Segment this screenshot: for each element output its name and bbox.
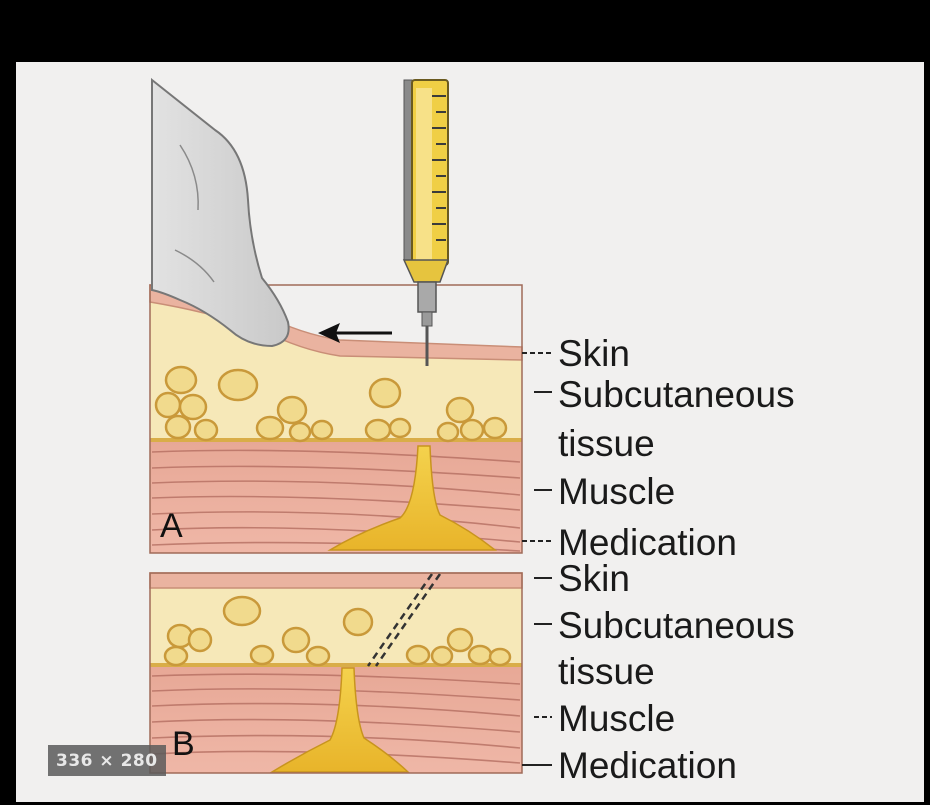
skin-layer-b: [150, 573, 522, 588]
label-tissue-a: tissue: [558, 423, 655, 464]
image-size-badge: 336 × 280: [48, 745, 166, 776]
label-medication-b: Medication: [558, 745, 737, 786]
panel-b-letter: B: [172, 725, 195, 763]
label-skin-b: Skin: [558, 558, 630, 599]
label-skin-a: Skin: [558, 333, 630, 374]
label-muscle-a: Muscle: [558, 471, 675, 512]
label-subcutaneous-b: Subcutaneous: [558, 605, 795, 646]
label-tissue-b: tissue: [558, 651, 655, 692]
label-medication-a: Medication: [558, 522, 737, 563]
label-muscle-b: Muscle: [558, 698, 675, 739]
panel-a-letter: A: [160, 507, 183, 545]
label-subcutaneous-a: Subcutaneous: [558, 374, 795, 415]
panel-b: [150, 573, 522, 773]
subcutaneous-layer-b: [150, 588, 522, 665]
